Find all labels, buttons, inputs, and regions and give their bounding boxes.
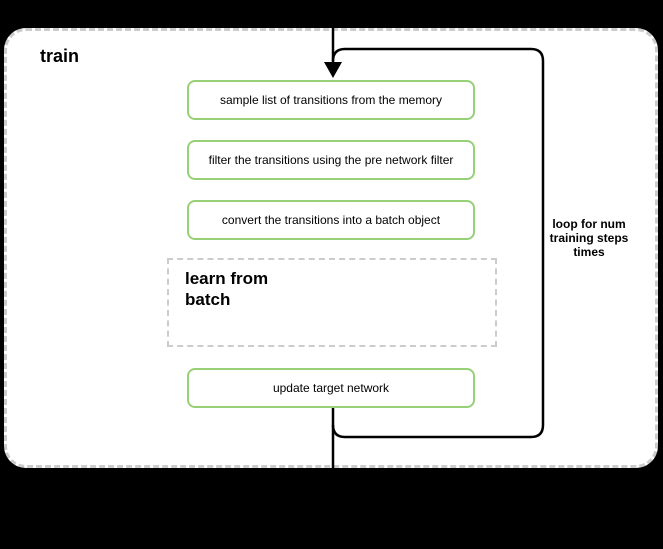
step-update-target-network-label: update target network [272,381,390,395]
loop-annotation: loop for num training steps times [549,217,629,259]
step-update-target-network: update target network [187,368,475,408]
step-sample-transitions-label: sample list of transitions from the memo… [219,93,443,107]
step-convert-to-batch: convert the transitions into a batch obj… [187,200,475,240]
step-sample-transitions: sample list of transitions from the memo… [187,80,475,120]
step-filter-transitions-label: filter the transitions using the pre net… [208,153,454,167]
subprocess-learn-from-batch: learn from batch [167,258,497,347]
step-filter-transitions: filter the transitions using the pre net… [187,140,475,180]
step-convert-to-batch-label: convert the transitions into a batch obj… [221,213,441,227]
train-container-title: train [40,46,80,66]
